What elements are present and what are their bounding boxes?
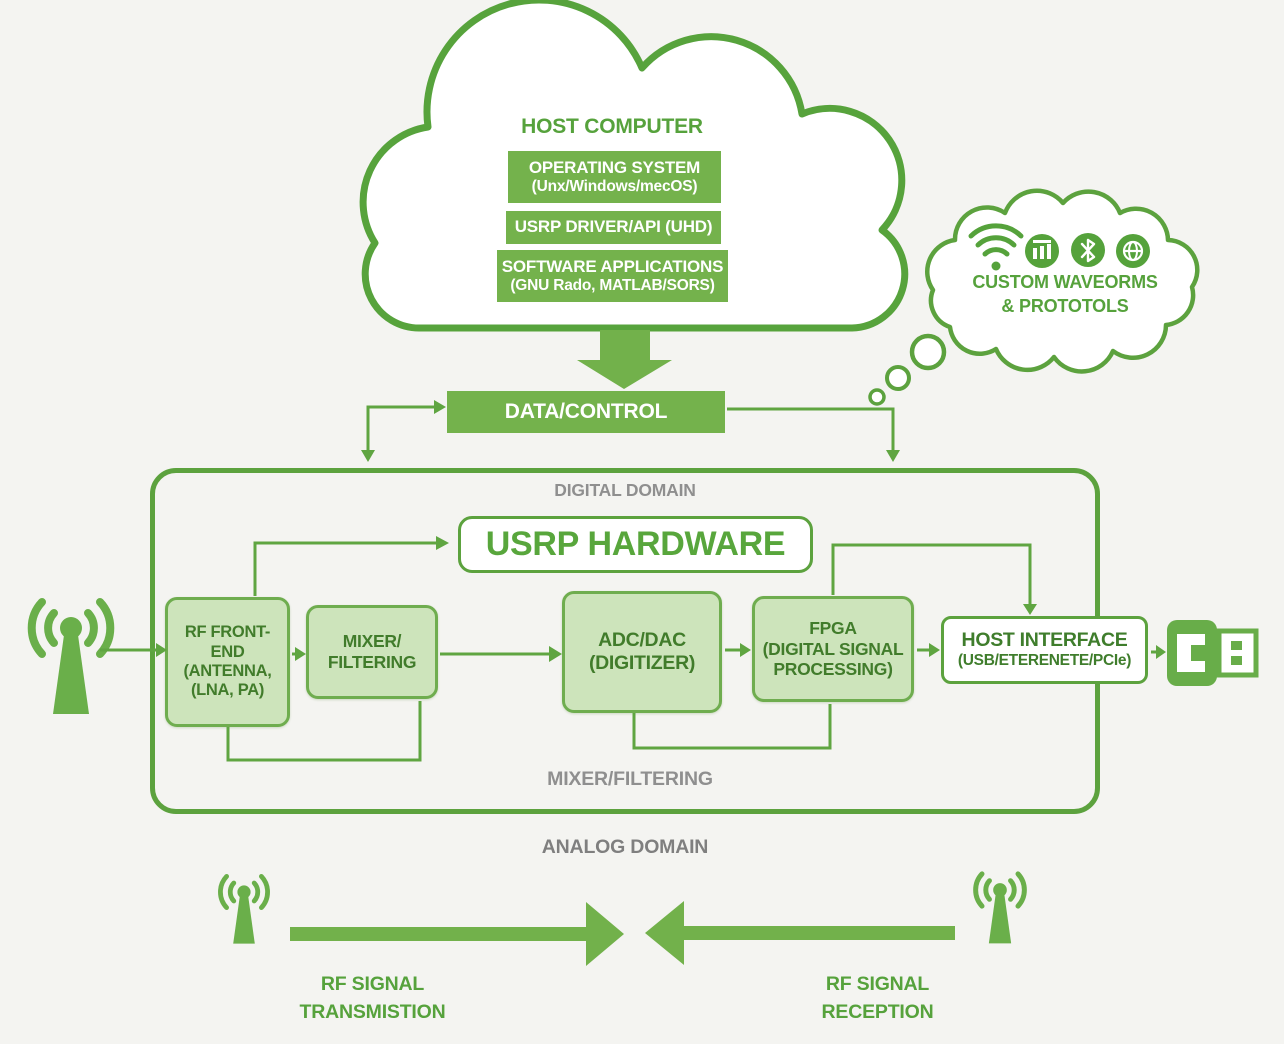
rf-front-end-line2: (ANTENNA, [183,662,272,680]
software-applications-line2: (GNU Rado, MATLAB/SORS) [510,276,715,294]
adc-dac-line2: (DIGITIZER) [588,652,696,674]
datacontrol-left-elbow [366,405,434,452]
wifi-icon [968,223,1024,271]
usb-drive-icon [1167,620,1259,686]
fpga-line3: PROCESSING) [773,659,893,680]
operating-system-box: OPERATING SYSTEM (Unx/Windows/mecOS) [508,151,721,203]
thought-bubble-line1: CUSTOM WAVEORMS [972,272,1158,292]
rf-reception-line2: RECEPTION [821,1001,934,1024]
fpga-line1: FPGA [809,618,857,639]
datacontrol-left-arrowhead-right [434,400,446,414]
usrp-driver-line1: USRP DRIVER/API (UHD) [514,217,713,237]
thought-bubble-trail-3 [868,388,886,406]
software-applications-line1: SOFTWARE APPLICATIONS [501,256,724,276]
software-applications-box: SOFTWARE APPLICATIONS (GNU Rado, MATLAB/… [497,250,728,302]
mixer-filtering-line2: FILTERING [327,652,417,672]
usrp-hardware-box: USRP HARDWARE [458,516,813,573]
mixer-filtering-block: MIXER/ FILTERING [306,605,438,699]
host-interface-line2: (USB/ETERENETE/PCIe) [957,652,1132,670]
usrp-driver-box: USRP DRIVER/API (UHD) [506,211,721,244]
thought-bubble-line2: & PROTOTOLS [1001,296,1129,317]
digital-domain-label: DIGITAL DOMAIN [554,480,696,500]
datacontrol-right-arrowhead-down [886,450,900,462]
usrp-hardware-label: USRP HARDWARE [485,525,786,564]
rf-reception-label: RF SIGNAL RECEPTION [790,970,965,1027]
tx-antenna-icon [220,876,267,943]
cloud-to-datacontrol-arrow [577,330,672,389]
rf-front-end-line1: RF FRONT-END [184,623,271,661]
host-to-usb-arrowhead [1156,645,1166,659]
datacontrol-left-arrowhead-down [361,450,375,462]
thought-bubble-trail-1 [909,333,947,371]
rf-reception-line1: RF SIGNAL [825,973,930,995]
data-control-bar: DATA/CONTROL [447,391,725,433]
rf-front-end-line3: (LNA, PA) [190,681,265,700]
data-control-label: DATA/CONTROL [504,399,668,423]
rf-transmission-arrow [290,902,624,966]
rf-transmission-line2: TRANSMISTION [299,1001,446,1024]
rf-front-end-block: RF FRONT-END (ANTENNA, (LNA, PA) [165,597,290,727]
fpga-block: FPGA (DIGITAL SIGNAL PROCESSING) [752,596,914,702]
thought-bubble-trail-2 [885,365,911,391]
host-interface-line1: HOST INTERFACE [961,629,1128,652]
host-interface-block: HOST INTERFACE (USB/ETERENETE/PCIe) [941,616,1148,684]
rf-transmission-line1: RF SIGNAL [320,973,425,995]
globe-badge-icon [1116,234,1150,268]
cellular-badge-icon [1025,234,1059,268]
adc-dac-line1: ADC/DAC [598,629,686,651]
thought-bubble-text: CUSTOM WAVEORMS & PROTOTOLS [955,270,1175,319]
fpga-line2: (DIGITAL SIGNAL [762,638,904,659]
operating-system-line1: OPERATING SYSTEM [528,157,701,177]
rf-transmission-label: RF SIGNAL TRANSMISTION [280,970,465,1027]
mixer-filtering-line1: MIXER/ [342,631,402,652]
analog-domain-label: ANALOG DOMAIN [541,836,709,858]
rf-reception-arrow [645,901,955,965]
mixer-filtering-bottom-label: MIXER/FILTERING [547,768,713,790]
operating-system-line2: (Unx/Windows/mecOS) [531,177,698,195]
rx-antenna-icon [976,874,1025,943]
host-computer-title: HOST COMPUTER [521,115,703,138]
bluetooth-badge-icon [1071,233,1105,267]
rf-antenna-icon-left [32,602,111,714]
datacontrol-right-elbow [727,407,895,452]
adc-dac-block: ADC/DAC (DIGITIZER) [562,591,722,713]
